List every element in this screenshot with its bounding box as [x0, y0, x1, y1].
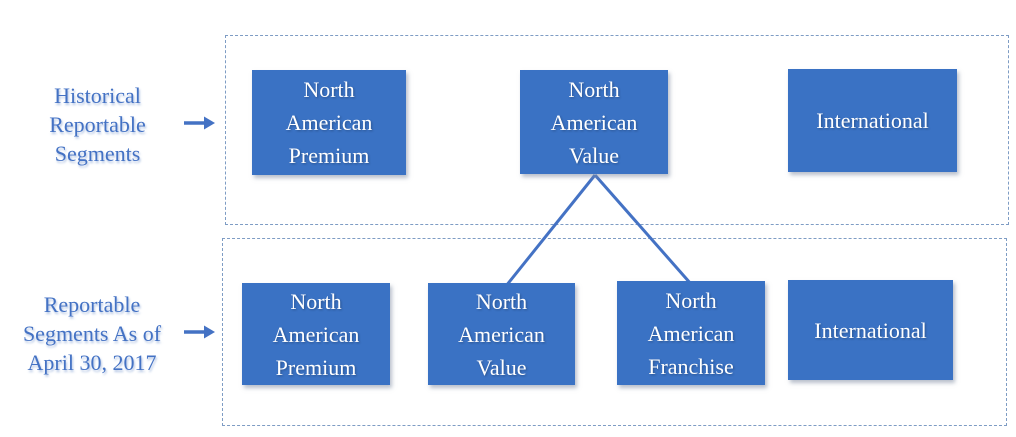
historical-segments-label: Historical Reportable Segments [49, 83, 146, 166]
segment-box-current-na-value: North American Value [428, 283, 575, 385]
segment-box-current-international: International [788, 280, 953, 380]
segment-box-historical-na-value: North American Value [520, 70, 668, 174]
historical-arrow-icon [184, 116, 215, 130]
segment-box-current-na-premium: North American Premium [242, 283, 390, 385]
segment-box-historical-na-premium: North American Premium [252, 70, 406, 175]
current-segments-label: Reportable Segments As of April 30, 2017 [22, 292, 162, 375]
segment-box-historical-international: International [788, 69, 957, 172]
current-arrow-icon [184, 325, 215, 339]
segment-box-current-na-franchise: North American Franchise [617, 281, 765, 385]
